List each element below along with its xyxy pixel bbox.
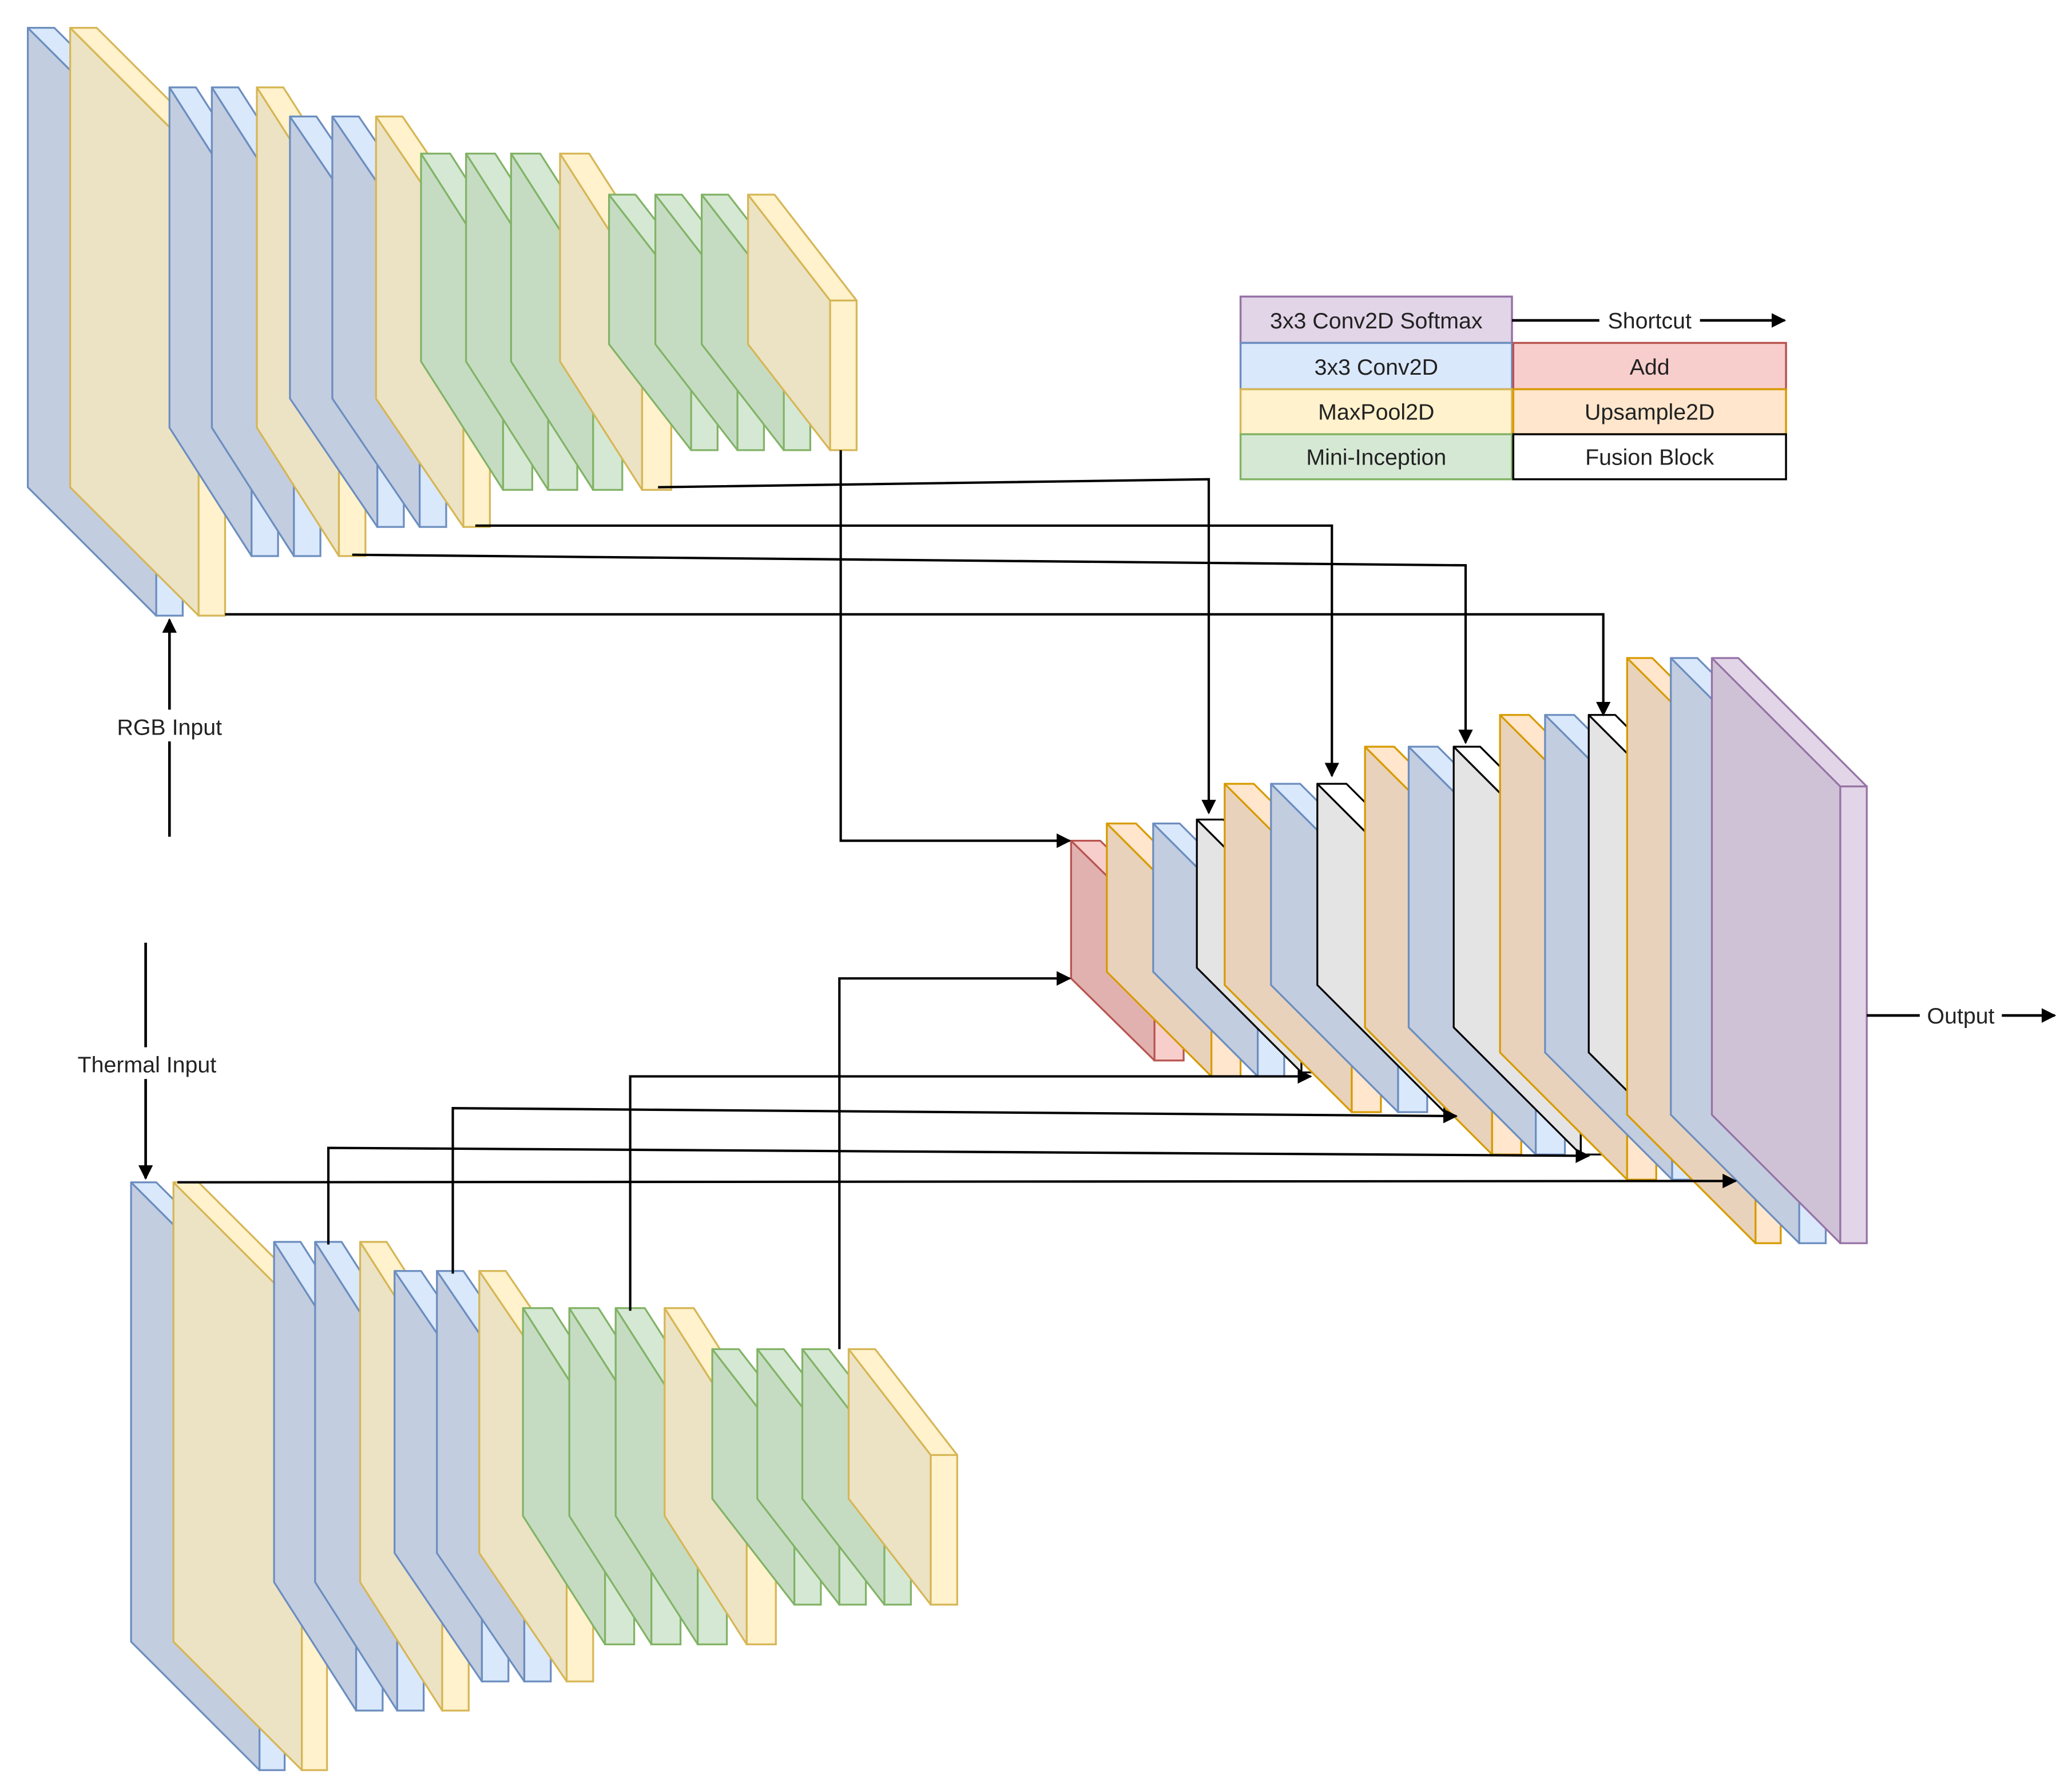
rgb-skip-3 <box>475 524 1339 777</box>
decoder <box>1070 657 1868 1244</box>
thermal-encoder <box>130 1181 958 1771</box>
rgb-skip-bottleneck <box>839 450 1071 848</box>
legend-label-inception: Mini-Inception <box>1306 444 1446 470</box>
decoder-layer-16-softmax <box>1710 657 1868 1244</box>
thermal-input-label: Thermal Input <box>78 1053 217 1078</box>
legend-label-shortcut: Shortcut <box>1607 308 1692 334</box>
legend-label-maxpool: MaxPool2D <box>1318 400 1434 425</box>
rgb-skip-1 <box>225 613 1611 717</box>
thermal-skip-1 <box>177 1173 1737 1189</box>
thermal-skip-bottleneck <box>838 971 1071 1350</box>
output-label: Output <box>1927 1003 1995 1029</box>
rgb-skip-4 <box>658 478 1216 815</box>
rgb-skip-2 <box>352 553 1473 744</box>
rgb-input-label: RGB Input <box>117 715 222 740</box>
rgb-layer-16-maxpool <box>747 193 858 451</box>
legend-label-conv: 3x3 Conv2D <box>1315 355 1438 380</box>
legend-swatch-conv <box>1239 342 1513 391</box>
thermal-skip-3 <box>451 1107 1458 1274</box>
legend-label-softmax: 3x3 Conv2D Softmax <box>1270 308 1483 334</box>
legend-label-fusion: Fusion Block <box>1585 444 1714 470</box>
rgb-encoder <box>27 26 858 617</box>
legend-swatch-fusion <box>1512 433 1787 481</box>
skip-connections <box>177 450 1737 1350</box>
legend-label-upsample: Upsample2D <box>1585 400 1714 425</box>
legend-swatch-upsample <box>1512 388 1787 435</box>
thermal-layer-16-maxpool <box>847 1348 958 1606</box>
legend-swatch-inception <box>1239 433 1513 481</box>
thermal-skip-4 <box>629 1069 1312 1311</box>
legend: 3x3 Conv2D Softmax Shortcut 3x3 Conv2D A… <box>1239 295 1787 481</box>
legend-label-add: Add <box>1630 355 1670 380</box>
legend-swatch-add <box>1512 342 1787 391</box>
thermal-skip-2 <box>327 1146 1590 1245</box>
